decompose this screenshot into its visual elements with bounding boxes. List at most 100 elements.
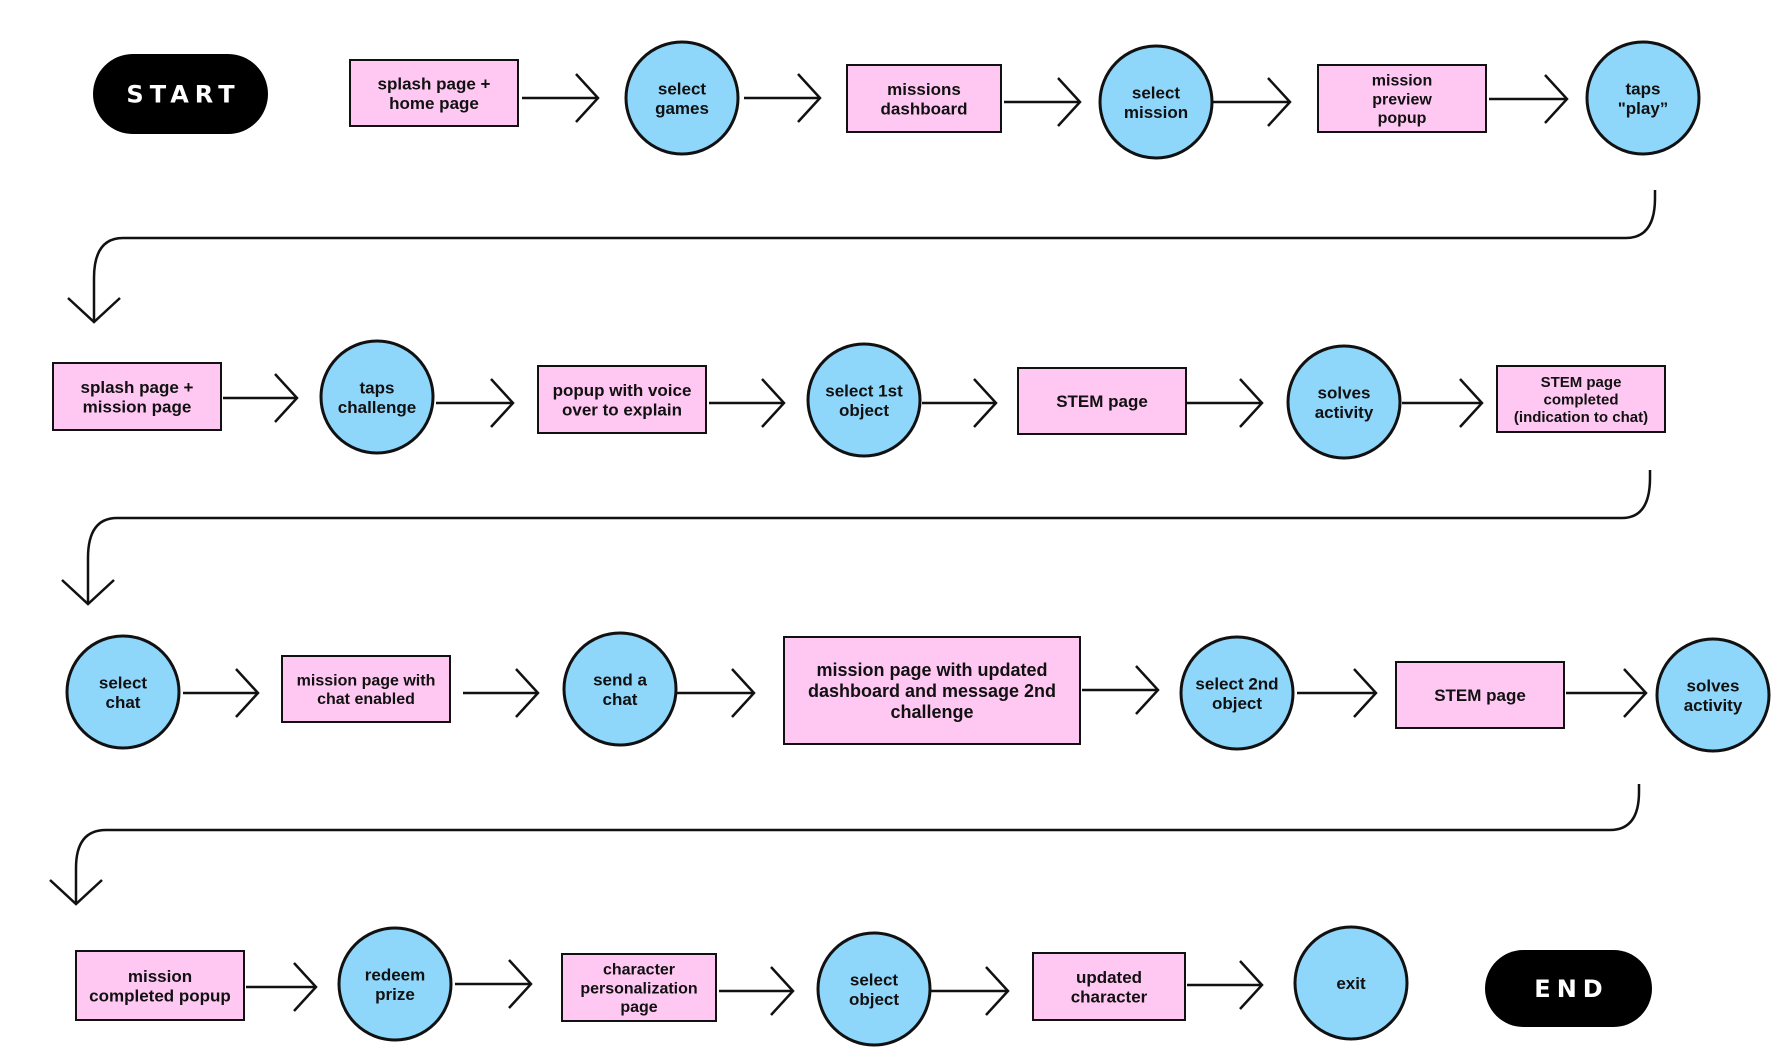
action-circle	[1286, 344, 1402, 460]
node-label-line: home page	[389, 94, 479, 113]
node-label-line: challenge	[890, 702, 973, 722]
action-circle	[1179, 635, 1295, 751]
node-label-line: mission	[128, 967, 192, 986]
node-label-line: chat	[106, 693, 141, 712]
flow-arrow	[719, 966, 795, 1016]
node-label-line: activity	[1315, 403, 1374, 422]
node-label: splash page +mission page	[81, 378, 194, 417]
screen-box	[561, 953, 717, 1022]
screen-box	[52, 362, 222, 431]
screen-node: STEM page	[1017, 367, 1187, 435]
node-label-line: mission	[1124, 103, 1188, 122]
node-label-line: updated	[1076, 968, 1142, 987]
action-circle	[1655, 637, 1771, 753]
flow-arrow	[709, 378, 786, 428]
flow-arrow	[463, 668, 540, 718]
action-circle	[1293, 925, 1409, 1041]
node-label: STEM page	[1434, 686, 1526, 705]
node-label: taps"play”	[1618, 79, 1669, 118]
node-label-line: activity	[1684, 696, 1743, 715]
node-label: splash page +home page	[378, 74, 491, 113]
action-circle	[624, 40, 740, 156]
flow-arrow	[1187, 960, 1264, 1010]
screen-box	[1317, 64, 1487, 133]
node-label: exit	[1336, 974, 1366, 993]
screen-box	[1496, 365, 1666, 433]
action-circle	[65, 634, 181, 750]
end-terminal: END	[1485, 950, 1652, 1027]
start-terminal-label: START	[126, 81, 240, 109]
node-label-line: character	[603, 962, 675, 979]
node-label-line: completed popup	[89, 986, 231, 1005]
action-circle	[1098, 44, 1214, 160]
screen-box	[537, 365, 707, 434]
node-label-line: select	[1132, 83, 1181, 102]
screen-box	[1395, 661, 1565, 729]
node-label-line: select	[658, 79, 707, 98]
node-label-line: mission page	[83, 397, 192, 416]
flow-arrow	[1212, 77, 1292, 127]
flow-arrow	[223, 373, 299, 423]
node-label-line: solves	[1687, 676, 1740, 695]
node-label-line: object	[839, 401, 889, 420]
screen-node: splash page +mission page	[52, 362, 222, 431]
row-connector-arrow	[61, 470, 1652, 606]
flow-arrow	[1004, 77, 1082, 127]
node-label-line: taps	[1626, 79, 1661, 98]
node-label-line: chat	[603, 690, 638, 709]
flow-arrow	[455, 959, 533, 1009]
node-label-line: select	[99, 673, 148, 692]
screen-box	[349, 59, 519, 127]
node-label-line: send a	[593, 670, 647, 689]
flow-arrow	[436, 378, 515, 428]
node-label-line: splash page +	[81, 378, 194, 397]
action-circle	[1585, 40, 1701, 156]
action-circle	[319, 339, 435, 455]
node-label-line: completed	[1543, 391, 1618, 408]
screen-box	[281, 655, 451, 723]
start-terminal: START	[93, 54, 268, 134]
node-label-line: select 2nd	[1195, 674, 1278, 693]
node-label-line: taps	[360, 378, 395, 397]
node-label-line: object	[1212, 694, 1262, 713]
node-label-line: dashboard	[881, 99, 968, 118]
node-label-line: solves	[1318, 383, 1371, 402]
flow-arrow	[744, 73, 822, 123]
node-label-line: exit	[1336, 974, 1366, 993]
action-circle	[562, 631, 678, 747]
node-label-line: STEM page	[1434, 686, 1526, 705]
node-label: STEM page	[1056, 392, 1148, 411]
screen-box	[75, 950, 245, 1021]
node-label-line: missions	[887, 80, 961, 99]
end-terminal-label: END	[1534, 975, 1608, 1003]
node-label-line: prize	[375, 985, 415, 1004]
node-label-line: splash page +	[378, 74, 491, 93]
action-node: taps"play”	[1585, 40, 1701, 156]
